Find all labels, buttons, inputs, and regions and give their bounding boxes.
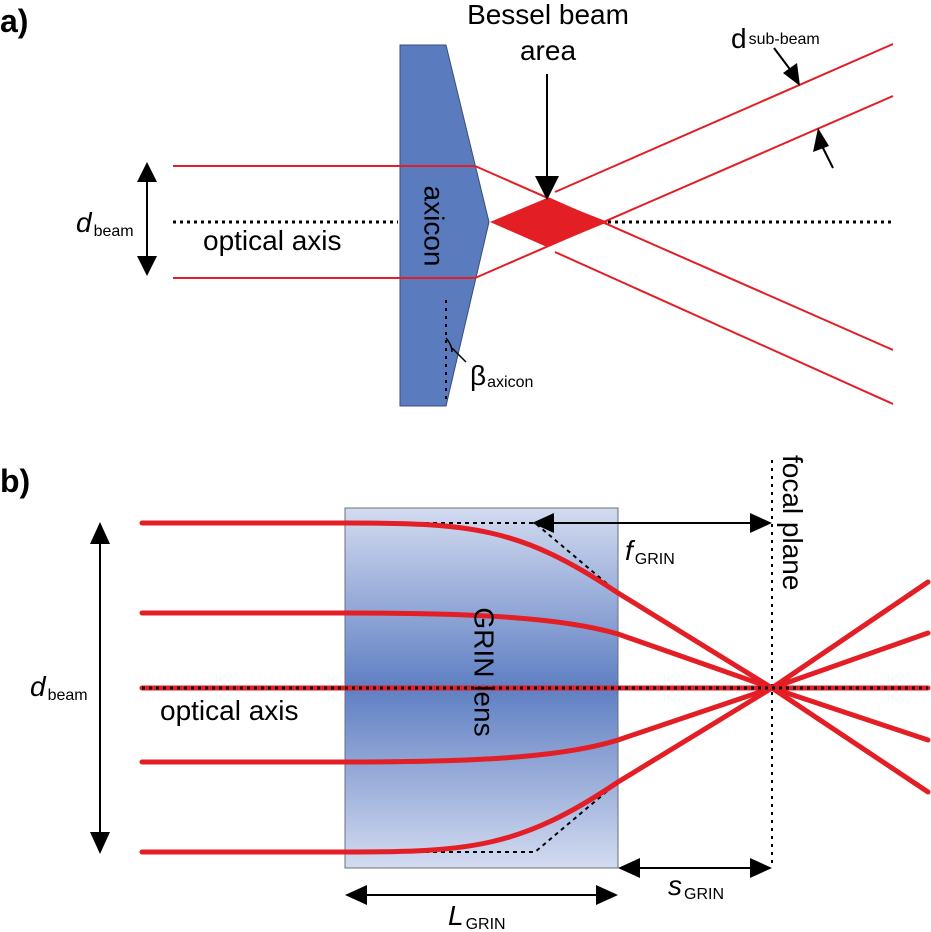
sub-beam-outer-bottom [554,251,894,405]
l-grin-main: L [448,900,464,931]
d-sub-beam-arrow-top [773,47,793,73]
panel-b-label: b) [0,463,30,499]
s-grin-sub: GRIN [684,886,724,903]
grin-rays [139,520,931,855]
panel-b: b) foc [0,455,931,932]
f-grin-arrowhead-right [750,513,772,533]
s-grin-main: s [668,870,682,901]
d-beam-arrowhead-bottom-b [90,832,110,854]
d-sub-beam-arrowhead-top [783,63,800,86]
beta-main: β [470,360,486,391]
axicon-prism [399,44,490,407]
d-beam-main-b: d [30,671,47,702]
ray-1 [139,520,931,691]
bessel-beam-area [490,198,608,247]
bessel-title-line1: Bessel beam [467,0,629,30]
focal-plane-label: focal plane [777,455,808,590]
beta-label: βaxicon [470,360,533,391]
optical-axis-label-b: optical axis [160,695,299,726]
ray-2 [139,610,931,691]
f-grin-arrowhead-left [532,513,554,533]
sub-beam-outer-top [554,43,894,193]
refracted-beam-lower [474,95,894,279]
d-beam-arrowhead-top-b [90,522,110,544]
l-grin-arrowhead-left [345,885,367,905]
d-sub-beam-arrowhead-bottom [813,128,829,152]
panel-a: a) Bessel beam area [0,0,894,407]
f-grin-sub: GRIN [635,551,675,568]
axicon-beta-leader [451,347,467,363]
f-grin-main: f [625,535,636,566]
d-beam-arrowhead-top-a [137,162,157,182]
d-beam-arrowhead-bottom-a [137,256,157,276]
d-sub-beam-arrow-bottom [821,145,834,169]
optical-axis-label-a: optical axis [203,225,342,256]
ray-4 [139,685,931,765]
ray-5 [139,685,931,855]
s-grin-arrowhead-left [618,858,640,878]
axicon-beta-arc [445,337,453,353]
l-grin-sub: GRIN [466,916,506,932]
beta-sub: axicon [487,374,533,391]
d-beam-sub-a: beam [94,223,134,240]
d-beam-sub-b: beam [48,687,88,704]
axicon-label: axicon [419,186,450,267]
bessel-arrowhead [535,176,559,200]
panel-a-label: a) [0,3,28,39]
s-grin-arrowhead-right [750,858,772,878]
d-sub-beam-main: d [731,23,747,54]
l-grin-arrowhead-right [596,885,618,905]
d-beam-main-a: d [76,207,93,238]
refracted-beam-upper [474,165,894,351]
d-sub-beam-sub: sub-beam [749,31,820,48]
grin-lens-label: GRIN lens [469,607,500,736]
bessel-title-line2: area [520,35,576,66]
